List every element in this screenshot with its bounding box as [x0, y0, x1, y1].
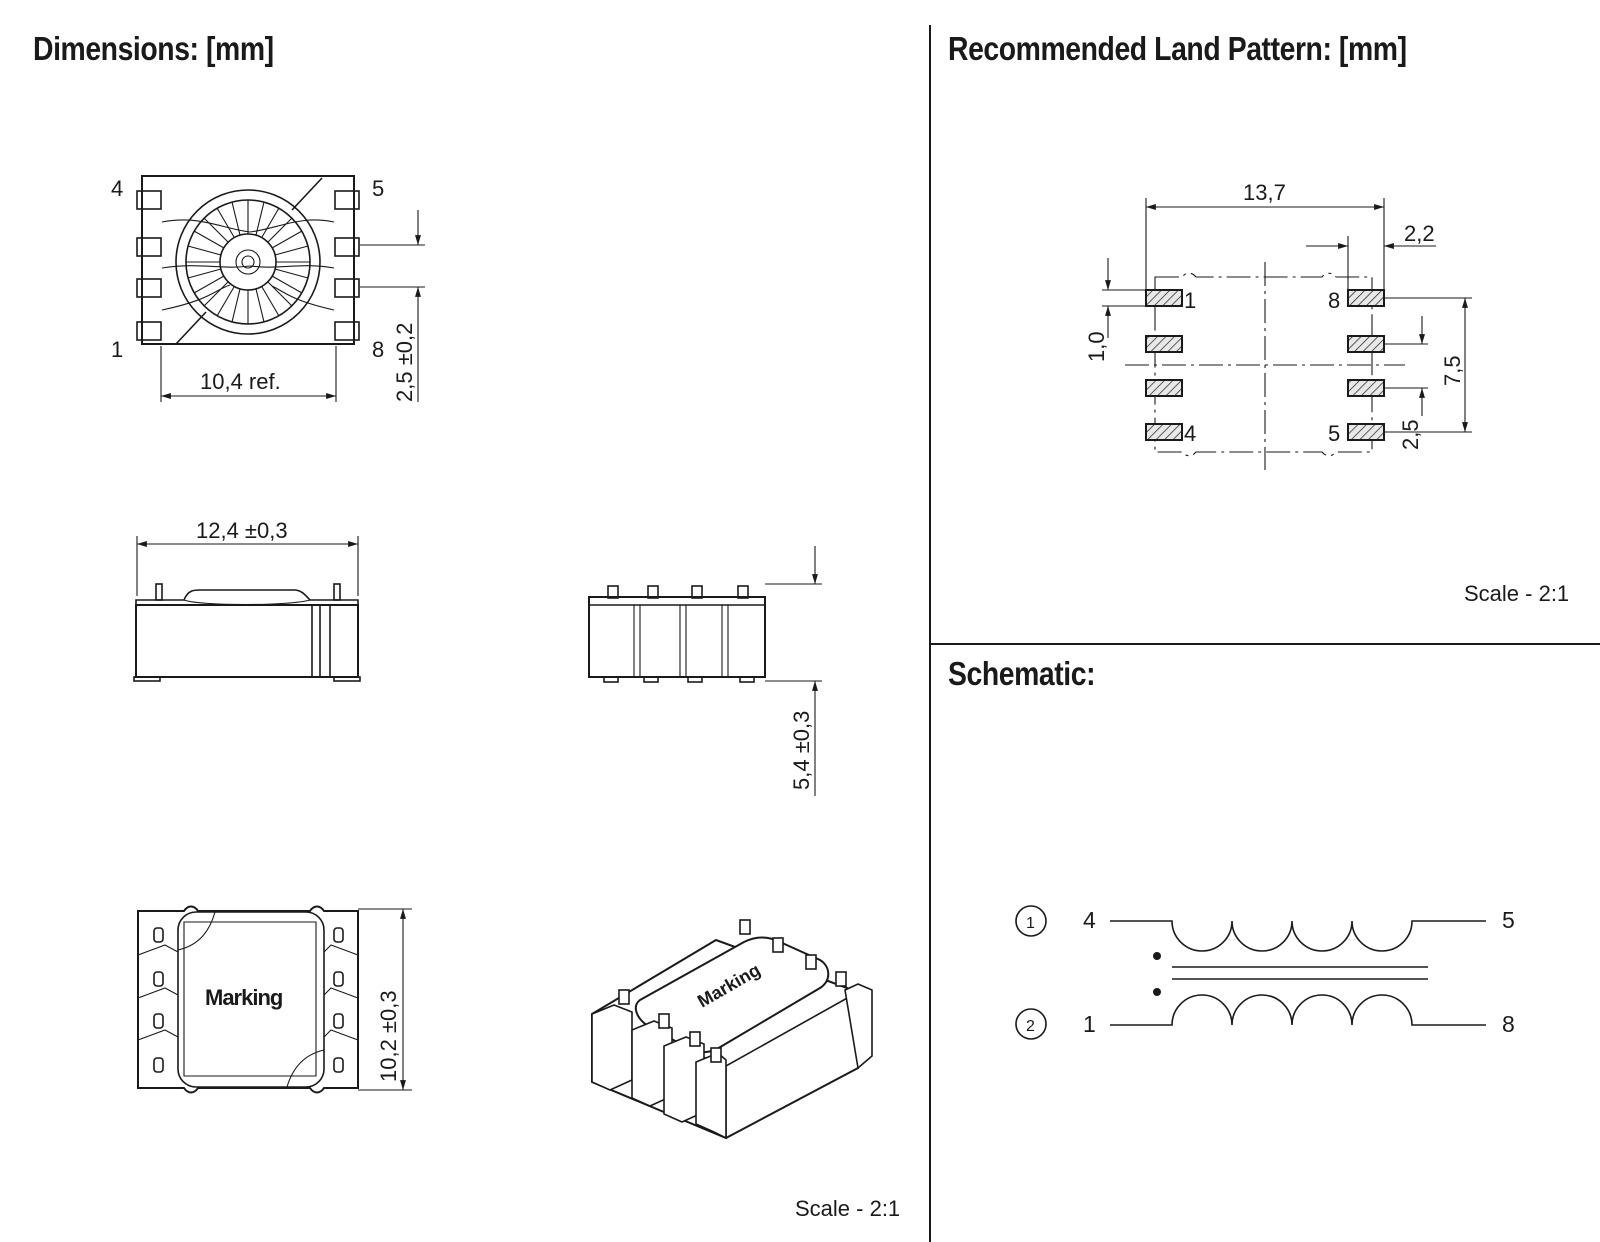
bottom-view-marking: Marking [205, 985, 282, 1010]
top-view-pin-4: 4 [111, 176, 123, 201]
top-view-pin-5: 5 [372, 176, 384, 201]
land-pin-5: 5 [1328, 421, 1340, 446]
schematic-pin-4: 4 [1083, 907, 1096, 933]
land-pads-right [1347, 289, 1385, 441]
land-pattern-title: Recommended Land Pattern: [mm] [948, 30, 1407, 67]
isometric-lead-blocks [591, 983, 873, 1140]
side-view-drawing: 12,4 ±0,3 [133, 518, 361, 682]
land-pitch: 2,5 [1398, 419, 1423, 450]
land-pattern-scale-label: Scale - 2:1 [1464, 581, 1570, 606]
land-pin-1: 1 [1184, 288, 1196, 313]
schematic-pin-5: 5 [1502, 907, 1515, 933]
land-pin-8: 8 [1328, 288, 1340, 313]
land-pin-4: 4 [1184, 421, 1196, 446]
end-view-height: 5,4 ±0,3 [789, 711, 814, 790]
land-span: 13,7 [1243, 180, 1286, 205]
top-view-pin-1: 1 [111, 337, 123, 362]
side-view-length: 12,4 ±0,3 [196, 518, 288, 543]
land-row-span: 7,5 [1440, 355, 1465, 386]
isometric-pins [618, 919, 847, 1063]
dimensions-scale-label: Scale - 2:1 [795, 1196, 901, 1221]
top-view-left-leads [136, 190, 162, 341]
land-pads-left [1145, 289, 1183, 441]
top-view-right-leads [334, 190, 360, 341]
schematic-pin-1: 1 [1083, 1011, 1096, 1037]
land-pad-length: 2,2 [1404, 221, 1435, 246]
top-view-pin-8: 8 [372, 337, 384, 362]
toroid-winding [186, 200, 310, 324]
land-pattern-drawing: 1 8 4 5 13,7 2,2 1,0 7,5 2,5 [1084, 180, 1472, 470]
horizontal-divider [929, 643, 1600, 645]
top-view-pitch: 2,5 ±0,2 [392, 323, 417, 402]
top-view-drawing: 4 5 1 8 10,4 ref. 2,5 ±0,2 [111, 175, 425, 402]
vertical-divider [929, 25, 931, 1242]
land-pad-width: 1,0 [1084, 331, 1109, 362]
top-view-width-ref: 10,4 ref. [200, 369, 281, 394]
bottom-view-width: 10,2 ±0,3 [376, 990, 401, 1082]
bottom-view-lead-slots [153, 927, 344, 1073]
dimensions-title: Dimensions: [mm] [33, 30, 274, 67]
schematic-drawing: 1 2 4 5 1 8 [1015, 905, 1515, 1040]
bottom-view-drawing: Marking 10,2 ±0,3 [137, 905, 412, 1094]
isometric-view-drawing: Marking [591, 919, 873, 1140]
polarity-dot-1 [1153, 952, 1161, 960]
polarity-dot-2 [1153, 988, 1161, 996]
schematic-title: Schematic: [948, 655, 1096, 692]
end-view-drawing: 5,4 ±0,3 [588, 546, 822, 796]
schematic-pin-8: 8 [1502, 1011, 1515, 1037]
schematic-winding-1: 1 [1026, 915, 1035, 932]
schematic-winding-2: 2 [1026, 1018, 1035, 1035]
